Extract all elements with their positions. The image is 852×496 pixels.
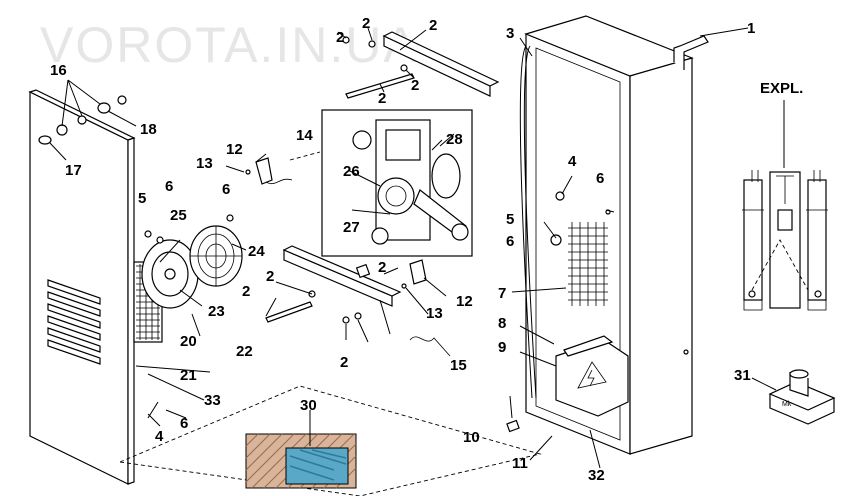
callout-23: 23	[208, 303, 225, 320]
top-bracket	[337, 27, 500, 99]
door-panel	[28, 89, 136, 485]
callout-2-c: 2	[429, 17, 437, 34]
callout-12-a: 12	[226, 141, 243, 158]
callout-13-a: 13	[196, 155, 213, 172]
callout-5-b: 5	[506, 211, 514, 228]
barrier-cabinet	[506, 15, 709, 469]
callout-30: 30	[300, 397, 317, 414]
callout-6-c: 6	[596, 170, 604, 187]
callout-7: 7	[498, 285, 506, 302]
callout-25: 25	[170, 207, 187, 224]
door-lock-parts	[38, 79, 137, 161]
expl-label: EXPL.	[760, 80, 803, 97]
hand-crank-logo: Mk	[782, 401, 792, 408]
callout-33: 33	[204, 392, 221, 409]
fan-module	[133, 214, 247, 343]
callout-27: 27	[343, 219, 360, 236]
callout-2-g: 2	[266, 268, 274, 285]
callout-24: 24	[248, 243, 265, 260]
callout-1: 1	[747, 20, 755, 37]
limit-bracket-upper	[225, 153, 293, 185]
door-louvres	[47, 279, 101, 365]
callout-6-d: 6	[506, 233, 514, 250]
callout-22: 22	[236, 343, 253, 360]
leader-lines	[135, 27, 749, 461]
hand-crank-key: Mk	[751, 369, 836, 425]
callout-13-b: 13	[426, 305, 443, 322]
callout-15: 15	[450, 357, 467, 374]
mounting-plate-lower	[265, 245, 451, 357]
callout-31: 31	[734, 367, 751, 384]
watermark-text: VOROTA.IN.UA	[40, 17, 419, 73]
callout-3: 3	[506, 25, 514, 42]
callout-2-i: 2	[340, 354, 348, 371]
callout-5-a: 5	[138, 190, 146, 207]
callout-labels: 1 2 2 2 2 2 2 2 2 2 3 4 4 5 5 6 6 6 6 6 …	[50, 15, 755, 484]
callout-12-b: 12	[456, 293, 473, 310]
callout-8: 8	[498, 315, 506, 332]
callout-2-f: 2	[378, 259, 386, 276]
callout-2-e: 2	[378, 90, 386, 107]
callout-18: 18	[140, 121, 157, 138]
callout-2-h: 2	[242, 283, 250, 300]
callout-6-a: 6	[165, 178, 173, 195]
callout-6-e: 6	[180, 415, 188, 432]
callout-17: 17	[65, 162, 82, 179]
callout-16: 16	[50, 62, 67, 79]
callout-21: 21	[180, 367, 197, 384]
callout-2-b: 2	[336, 29, 344, 46]
callout-14: 14	[296, 127, 313, 144]
callout-26: 26	[343, 163, 360, 180]
callout-11: 11	[512, 455, 528, 472]
foam-pad	[245, 410, 357, 489]
callout-4-b: 4	[155, 428, 164, 445]
callout-4-a: 4	[568, 153, 577, 170]
callout-9: 9	[498, 339, 506, 356]
explosion-proof-inset: EXPL.	[742, 80, 828, 311]
callout-32: 32	[588, 467, 605, 484]
callout-2-d: 2	[411, 77, 419, 94]
callout-28: 28	[446, 131, 463, 148]
callout-10: 10	[463, 429, 480, 446]
gearbox-inset	[321, 109, 473, 257]
callout-2-a: 2	[362, 15, 370, 32]
callout-20: 20	[180, 333, 197, 350]
callout-6-b: 6	[222, 181, 230, 198]
